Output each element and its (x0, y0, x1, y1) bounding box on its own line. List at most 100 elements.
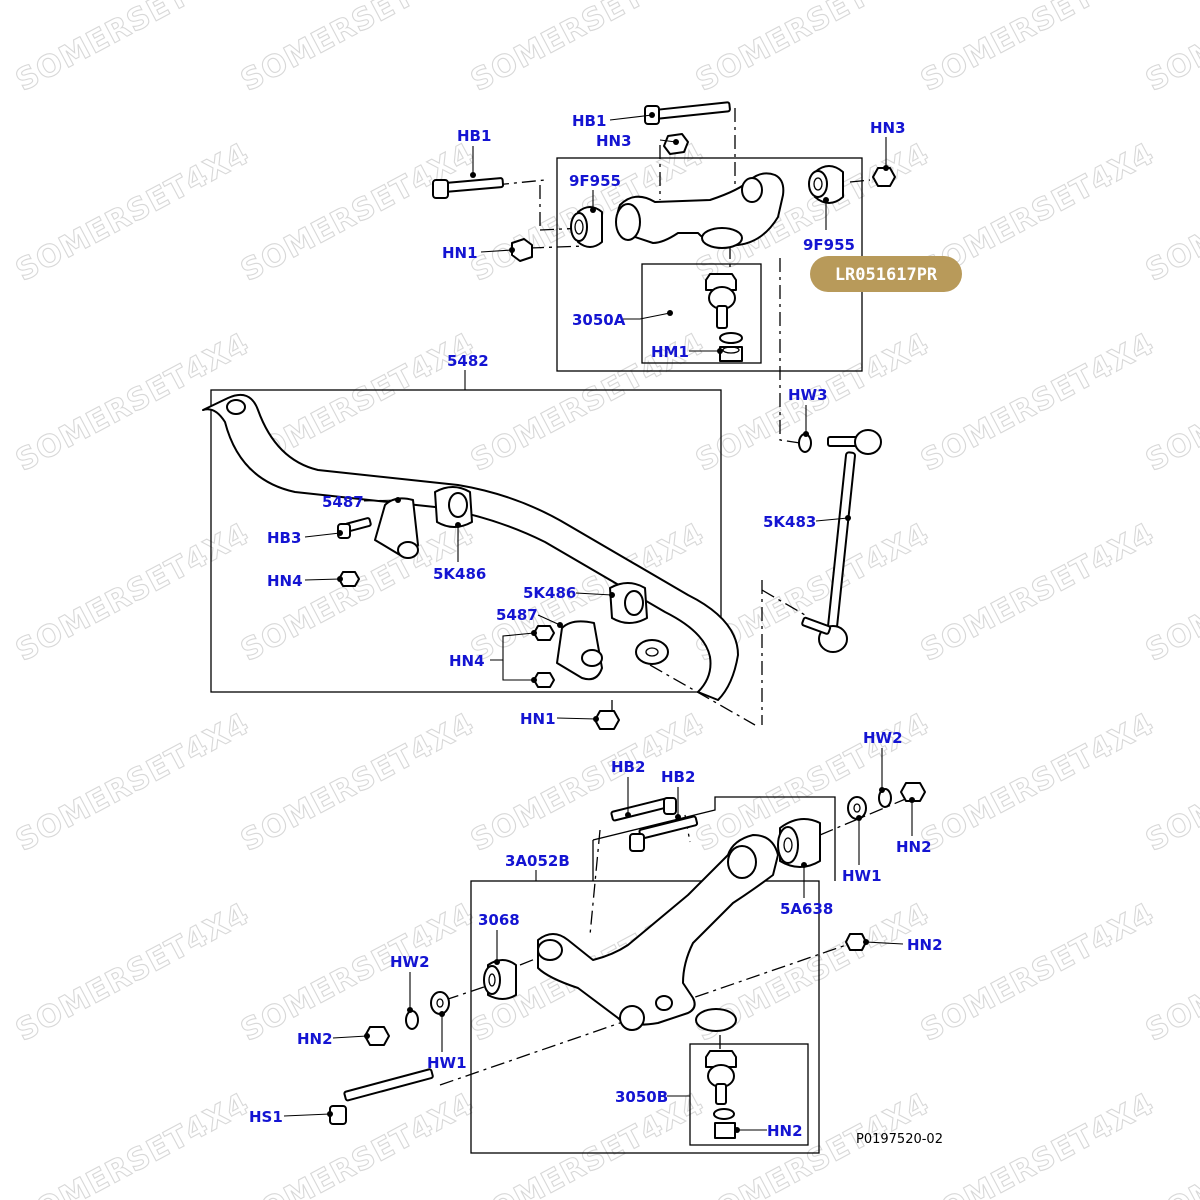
hb1-bolt-top (644, 101, 731, 125)
label-hb1-left[interactable]: HB1 (457, 127, 491, 145)
label-5487-a[interactable]: 5487 (322, 493, 364, 511)
label-hn1-upper[interactable]: HN1 (442, 244, 478, 262)
watermark-text: SOMERSET4X4 (915, 706, 1160, 858)
watermark-text: SOMERSET4X4 (235, 1086, 480, 1200)
upper-wishbone (615, 172, 785, 249)
label-hn2-right-mid[interactable]: HN2 (907, 936, 943, 954)
watermark-text: SOMERSET4X4 (690, 0, 935, 99)
label-hb2-b[interactable]: HB2 (661, 768, 695, 786)
label-hw1-left[interactable]: HW1 (427, 1054, 467, 1072)
lower-wishbone-3a052b (537, 834, 779, 1032)
label-5k486-a[interactable]: 5K486 (433, 565, 486, 583)
hb1-bolt-left (432, 177, 505, 199)
ball-joint-3050a (705, 273, 743, 344)
bracket-5487-a (374, 497, 419, 559)
label-hn1-lower[interactable]: HN1 (520, 710, 556, 728)
leader-lines (283, 112, 915, 1133)
bush-5k486-a (434, 486, 473, 528)
part-number-badge-text[interactable]: LR051617PR (835, 265, 938, 285)
watermark-text: SOMERSET4X4 (1140, 0, 1200, 99)
label-9f955-lower[interactable]: 9F955 (803, 236, 855, 254)
ball-joint-3050b (705, 1050, 737, 1120)
hs1-bolt (329, 1068, 434, 1125)
hw1-washer-right (847, 796, 867, 820)
label-hn3-top[interactable]: HN3 (596, 132, 632, 150)
lower-arm-box-upper-line (592, 796, 836, 881)
label-5a638[interactable]: 5A638 (780, 900, 833, 918)
label-hn4-b[interactable]: HN4 (449, 652, 485, 670)
watermark-text: SOMERSET4X4 (10, 136, 255, 288)
watermark-text: SOMERSET4X4 (235, 706, 480, 858)
label-hn3-right[interactable]: HN3 (870, 119, 906, 137)
hn2-nut-right-top (900, 782, 926, 802)
label-3068[interactable]: 3068 (478, 911, 520, 929)
watermark-text: SOMERSET4X4 (915, 1086, 1160, 1200)
hm1-nut (719, 346, 743, 362)
hw2-washer-left (405, 1010, 419, 1030)
watermark-text: SOMERSET4X4 (465, 0, 710, 99)
watermark-text: SOMERSET4X4 (10, 706, 255, 858)
watermark-text: SOMERSET4X4 (465, 1086, 710, 1200)
watermark-text: SOMERSET4X4 (10, 0, 255, 99)
label-hn4-a[interactable]: HN4 (267, 572, 303, 590)
ball-joint-3050b-box (689, 1043, 809, 1146)
hb2-bolt-b (629, 815, 699, 852)
label-hb1-top[interactable]: HB1 (572, 112, 606, 130)
label-5487-b[interactable]: 5487 (496, 606, 538, 624)
ball-joint-3050a-box (641, 263, 762, 364)
bush-5k486-b (609, 582, 648, 624)
label-hw3[interactable]: HW3 (788, 386, 828, 404)
watermark-text: SOMERSET4X4 (915, 0, 1160, 99)
part-labels: HB1 HN3 HN3 HB1 9F955 9F955 HN1 3050A HM… (249, 112, 943, 1140)
hw1-washer-left (430, 991, 450, 1015)
stabilizer-bar-end (635, 639, 669, 665)
hn3-nut-right (872, 167, 896, 187)
watermark-text: SOMERSET4X4 (235, 136, 480, 288)
bush-9f955-right (808, 165, 844, 204)
bush-5a638 (777, 818, 821, 868)
label-hn2-bottom[interactable]: HN2 (767, 1122, 803, 1140)
bracket-5487-b (556, 620, 603, 681)
label-hb2-a[interactable]: HB2 (611, 758, 645, 776)
watermark-text: SOMERSET4X4 (235, 896, 480, 1048)
label-hw1-right[interactable]: HW1 (842, 867, 882, 885)
label-9f955-upper[interactable]: 9F955 (569, 172, 621, 190)
label-hn2-right-top[interactable]: HN2 (896, 838, 932, 856)
diagram-reference: P0197520-02 (856, 1132, 943, 1147)
lower-arm-box (470, 880, 820, 1154)
label-5k483[interactable]: 5K483 (763, 513, 816, 531)
hb3-bolt (337, 517, 372, 539)
label-3050b[interactable]: 3050B (615, 1088, 668, 1106)
hn4-nut-b (533, 625, 555, 688)
bush-3068 (483, 959, 517, 1000)
hb2-bolt-a (610, 797, 677, 822)
stabilizer-link-5k483 (801, 429, 882, 653)
watermark-text: SOMERSET4X4 (915, 516, 1160, 668)
label-3050a[interactable]: 3050A (572, 311, 626, 329)
label-5k486-b[interactable]: 5K486 (523, 584, 576, 602)
label-hn2-left[interactable]: HN2 (297, 1030, 333, 1048)
hw2-washer-right (878, 788, 892, 808)
part-number-badge-bg (810, 256, 962, 292)
watermark-text: SOMERSET4X4 (10, 1086, 255, 1200)
part-number-badge: LR051617PR (810, 256, 962, 292)
label-hw2-left[interactable]: HW2 (390, 953, 430, 971)
stabilizer-bar-box (210, 389, 722, 693)
bush-9f955-left (570, 206, 603, 248)
label-3a052b[interactable]: 3A052B (505, 852, 570, 870)
label-hw2-right[interactable]: HW2 (863, 729, 903, 747)
watermark-text: SOMERSET4X4 (915, 896, 1160, 1048)
watermark-text: SOMERSET4X4 (10, 896, 255, 1048)
watermark-text: SOMERSET4X4 (915, 326, 1160, 478)
label-hb3[interactable]: HB3 (267, 529, 301, 547)
hn2-nut-right-mid (845, 933, 867, 951)
hn2-nut-bottom (714, 1122, 736, 1139)
label-5482[interactable]: 5482 (447, 352, 489, 370)
label-hm1[interactable]: HM1 (651, 343, 689, 361)
hn1-nut-upper (511, 238, 533, 262)
label-hs1[interactable]: HS1 (249, 1108, 283, 1126)
stabilizer-bar-5482 (202, 394, 739, 701)
watermark-text: SOMERSET4X4 (10, 516, 255, 668)
